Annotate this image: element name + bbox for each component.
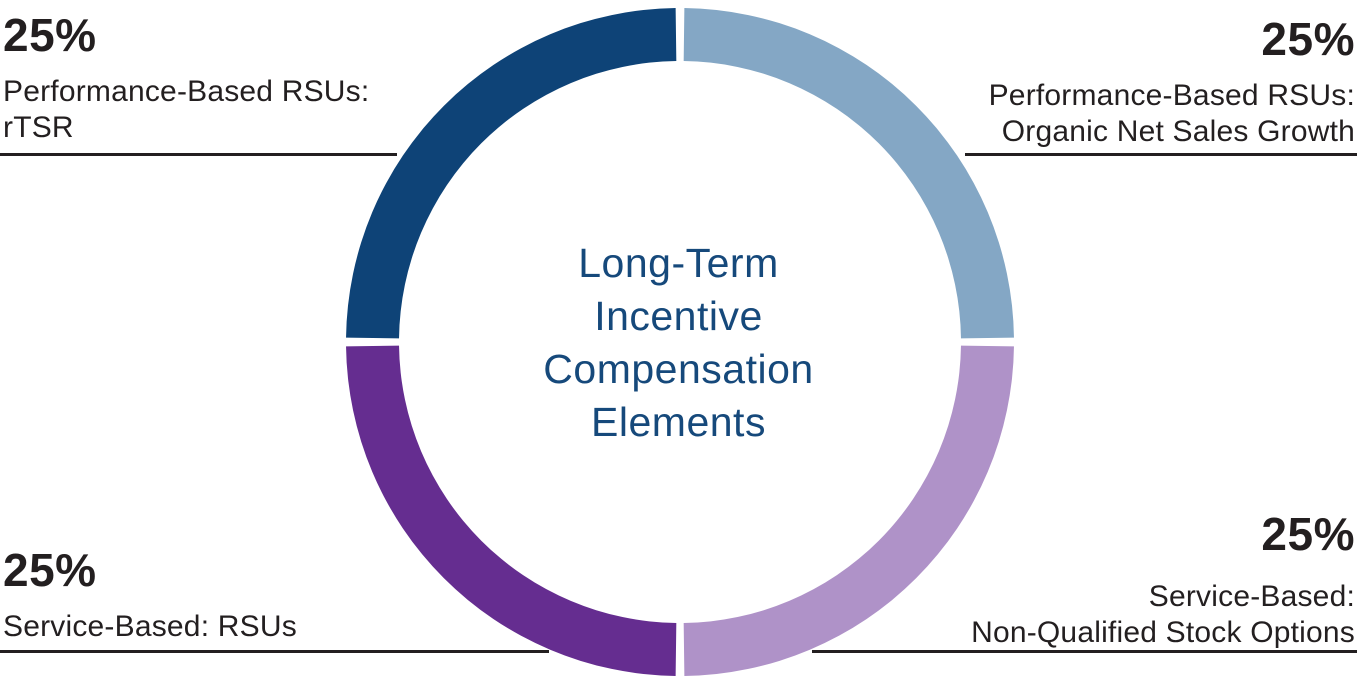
callout-bottom-left: 25% Service-Based: RSUs [3,547,433,645]
center-title-line: Compensation [543,346,814,392]
callout-percentage: 25% [1261,508,1355,560]
callout-label-line: Performance-Based RSUs: [3,75,370,108]
callout-label-line: Organic Net Sales Growth [1001,115,1355,148]
callout-rule-bottom-left [0,650,549,653]
callout-rule-top-right [965,153,1357,156]
center-title-line: Elements [591,399,766,445]
callout-rule-bottom-right [812,650,1357,653]
callout-percentage: 25% [3,544,97,596]
donut-segment-bottom-left [346,345,677,676]
callout-label-line: Non-Qualified Stock Options [971,616,1355,649]
callout-top-right: 25% Performance-Based RSUs: Organic Net … [925,16,1355,150]
callout-bottom-right: 25% Service-Based: Non-Qualified Stock O… [895,511,1355,651]
donut-segment-top-right [683,8,1014,339]
callout-top-left: 25% Performance-Based RSUs: rTSR [3,12,423,146]
center-title-line: Incentive [594,293,763,339]
callout-label-line: Service-Based: RSUs [3,610,297,643]
callout-label-line: Service-Based: [1148,580,1355,613]
center-title-line: Long-Term [578,240,779,286]
callout-label-line: rTSR [3,111,74,144]
donut-segment-bottom-right [683,345,1014,676]
chart-center-title: Long-Term Incentive Compensation Element… [0,237,1357,449]
donut-segment-top-left [346,8,677,339]
callout-percentage: 25% [1261,13,1355,65]
callout-percentage: 25% [3,9,97,61]
callout-label-line: Performance-Based RSUs: [988,79,1355,112]
callout-rule-top-left [0,153,397,156]
